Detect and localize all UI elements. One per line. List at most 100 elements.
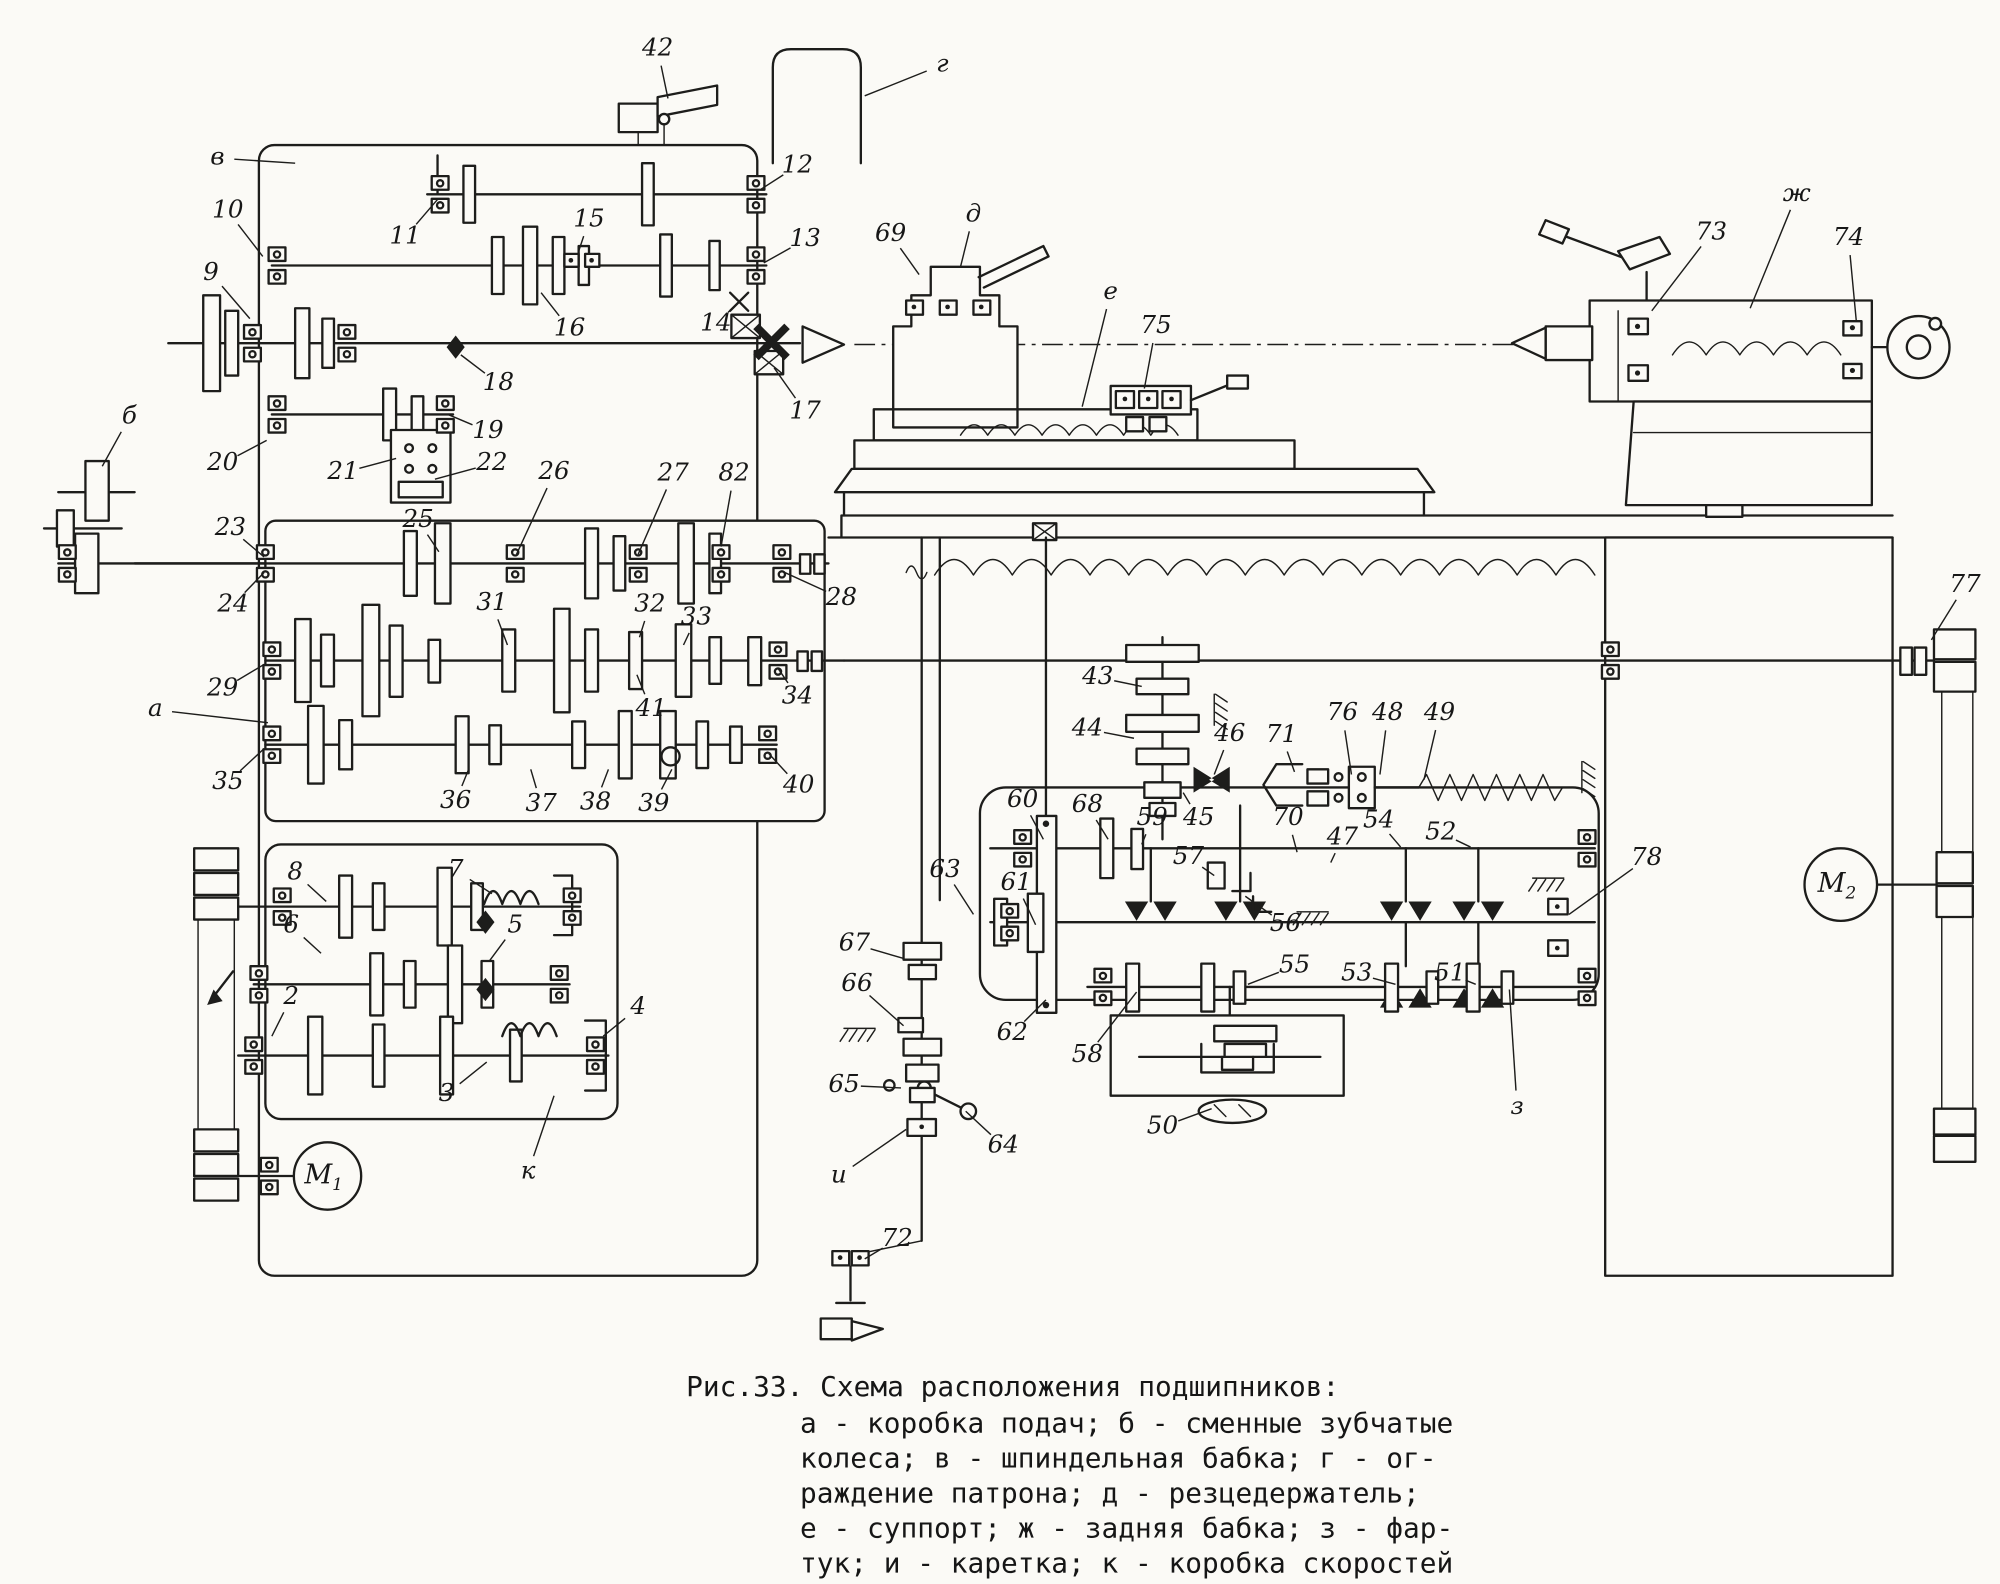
part-label-46: 46 (1213, 718, 1245, 747)
leader-line (777, 667, 789, 684)
part-label-68: 68 (1072, 789, 1103, 818)
leader-line (1103, 731, 1135, 739)
part-label-и: и (831, 1160, 847, 1189)
part-label-69: 69 (875, 218, 906, 247)
part-label-10: 10 (212, 195, 243, 224)
part-label-55: 55 (1279, 950, 1310, 979)
headstock-group (167, 154, 846, 504)
leader-line (1097, 991, 1138, 1043)
leader-line (1023, 999, 1047, 1023)
part-label-54: 54 (1363, 805, 1394, 834)
leader-line (1029, 814, 1044, 840)
leader-line (860, 1085, 902, 1089)
leader-line (101, 431, 122, 467)
leader-line (244, 571, 265, 594)
part-label-50: 50 (1147, 1110, 1178, 1139)
part-label-3: 3 (439, 1078, 455, 1107)
caption-line-6: тук; и - каретка; к - коробка скоростей (800, 1546, 1453, 1579)
part-label-8: 8 (287, 856, 303, 885)
part-label-е: е (1103, 276, 1118, 305)
part-label-д: д (966, 198, 982, 227)
leader-line (864, 70, 927, 97)
part-label-45: 45 (1182, 802, 1214, 831)
part-label-77: 77 (1949, 569, 1981, 598)
part-label-17: 17 (790, 395, 822, 424)
leader-line (460, 354, 486, 374)
part-label-14: 14 (700, 307, 731, 336)
part-label-31: 31 (476, 587, 507, 616)
part-label-29: 29 (206, 673, 238, 702)
part-label-г: г (936, 48, 949, 77)
leader-line (660, 769, 673, 790)
part-label-41: 41 (634, 693, 666, 722)
leader-line (459, 1061, 488, 1085)
leader-line (540, 292, 560, 317)
leader-line (515, 487, 548, 555)
part-label-65: 65 (828, 1069, 859, 1098)
leader-line (447, 413, 473, 426)
leader-line (636, 674, 646, 695)
part-label-9: 9 (203, 257, 219, 286)
figure-caption: Рис.33. Схема расположения подшипников: … (686, 1370, 1453, 1579)
part-label-47: 47 (1326, 821, 1359, 850)
leader-line (1291, 834, 1298, 853)
part-label-39: 39 (638, 788, 669, 817)
part-label-49: 49 (1423, 697, 1455, 726)
speed-gearbox-group (193, 847, 610, 1202)
leader-line (237, 224, 264, 257)
part-label-67: 67 (839, 928, 871, 957)
leader-line (359, 457, 397, 470)
part-label-25: 25 (401, 504, 433, 533)
part-label-62: 62 (997, 1017, 1028, 1046)
belt-drive-group (1875, 628, 1977, 1163)
part-label-51: 51 (1434, 957, 1465, 986)
leader-line (1143, 342, 1154, 389)
part-label-5: 5 (507, 910, 523, 939)
chuck-guard-group (617, 48, 863, 165)
part-label-59: 59 (1136, 802, 1167, 831)
part-label-58: 58 (1072, 1039, 1103, 1068)
leader-line (221, 285, 251, 320)
part-label-2: 2 (282, 981, 299, 1010)
part-label-66: 66 (841, 968, 872, 997)
leader-line (530, 769, 537, 789)
leader-line (1141, 833, 1147, 845)
leader-line (239, 748, 265, 772)
leader-line (1081, 308, 1108, 407)
part-label-16: 16 (554, 312, 585, 341)
leader-line (600, 769, 610, 788)
leader-line (1849, 254, 1858, 322)
tailstock-group (1510, 219, 1951, 518)
leader-line (869, 994, 905, 1027)
part-label-4: 4 (629, 991, 646, 1020)
part-label-7: 7 (448, 854, 464, 883)
part-label-6: 6 (283, 910, 299, 939)
leader-line (1178, 1108, 1212, 1122)
part-label-48: 48 (1371, 697, 1403, 726)
leader-line (497, 619, 509, 646)
leader-line (637, 489, 668, 555)
motor-2: М2 (1803, 847, 1879, 923)
part-label-82: 82 (718, 458, 749, 487)
part-label-60: 60 (1007, 784, 1038, 813)
leader-line (602, 1017, 626, 1037)
part-label-в: в (210, 142, 224, 171)
leader-line (953, 884, 975, 915)
part-label-к: к (521, 1156, 536, 1185)
motor-1: М1 (292, 1141, 363, 1211)
part-label-44: 44 (1071, 713, 1103, 742)
toolpost-group (833, 244, 1436, 517)
leader-line (1749, 209, 1792, 309)
leader-line (727, 302, 739, 313)
leader-line (532, 1095, 555, 1157)
leader-line (577, 235, 585, 252)
leader-line (1247, 971, 1280, 985)
part-label-26: 26 (537, 456, 569, 485)
part-label-19: 19 (472, 415, 503, 444)
apron-group (819, 536, 1597, 1342)
leader-line (234, 158, 296, 164)
part-label-18: 18 (483, 367, 514, 396)
part-label-78: 78 (1631, 842, 1662, 871)
